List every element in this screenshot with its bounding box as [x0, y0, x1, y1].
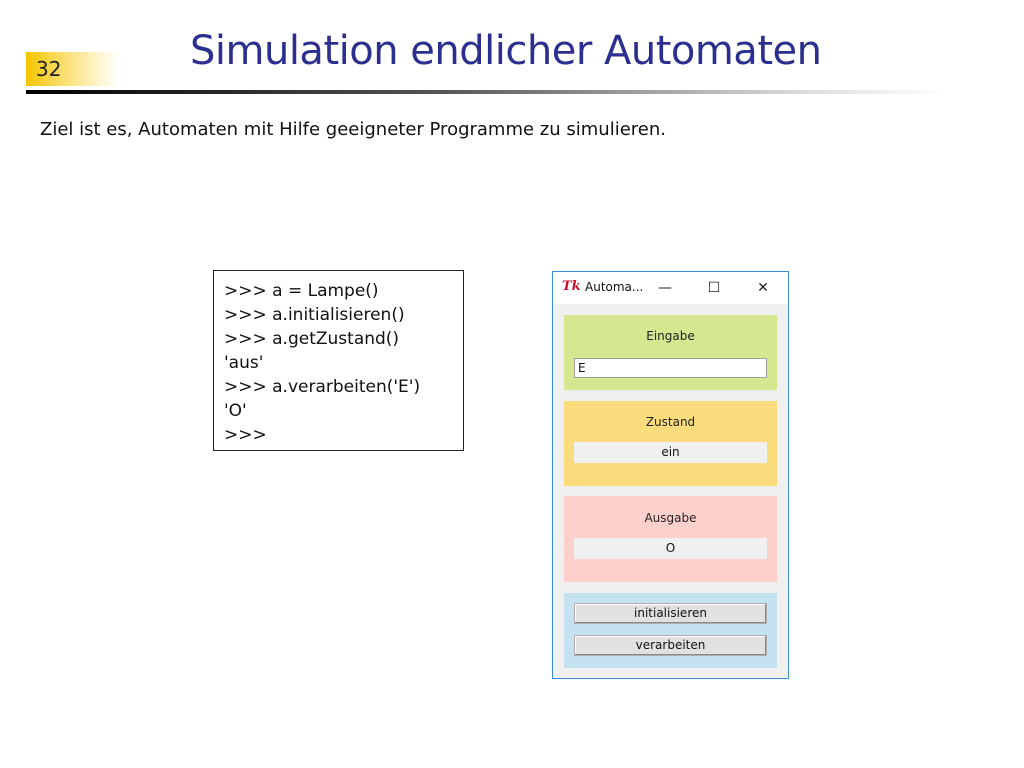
eingabe-panel: Eingabe [564, 315, 777, 390]
initialisieren-button[interactable]: initialisieren [574, 603, 767, 624]
code-line: >>> a.initialisieren() [224, 305, 405, 325]
code-line: >>> [224, 425, 267, 445]
slide-title: Simulation endlicher Automaten [190, 28, 822, 74]
code-line: 'aus' [224, 353, 264, 373]
slide-number: 32 [26, 52, 118, 86]
zustand-heading: Zustand [645, 415, 696, 429]
ausgabe-heading: Ausgabe [644, 511, 697, 525]
python-shell-box: >>> a = Lampe() >>> a.initialisieren() >… [213, 270, 464, 451]
maximize-icon[interactable]: ☐ [707, 280, 721, 296]
close-icon[interactable]: ✕ [757, 280, 769, 296]
minimize-icon[interactable]: — [658, 280, 672, 296]
eingabe-input[interactable] [574, 358, 767, 378]
window-titlebar[interactable]: Tk Automa... — ☐ ✕ [553, 272, 788, 304]
ausgabe-value: O [574, 538, 767, 559]
zustand-value: ein [574, 442, 767, 463]
buttons-panel: initialisieren verarbeiten [564, 593, 777, 668]
code-line: >>> a = Lampe() [224, 281, 379, 301]
code-line: >>> a.getZustand() [224, 329, 400, 349]
intro-text: Ziel ist es, Automaten mit Hilfe geeigne… [40, 119, 666, 140]
ausgabe-panel: Ausgabe O [564, 496, 777, 582]
automaton-window: Tk Automa... — ☐ ✕ Eingabe Zustand ein A… [552, 271, 789, 679]
tk-logo-icon: Tk [562, 279, 581, 294]
code-line: 'O' [224, 401, 247, 421]
title-divider [26, 90, 946, 94]
code-line: >>> a.verarbeiten('E') [224, 377, 421, 397]
verarbeiten-button[interactable]: verarbeiten [574, 635, 767, 656]
window-title: Automa... [585, 280, 644, 294]
zustand-panel: Zustand ein [564, 401, 777, 486]
eingabe-heading: Eingabe [646, 329, 695, 343]
